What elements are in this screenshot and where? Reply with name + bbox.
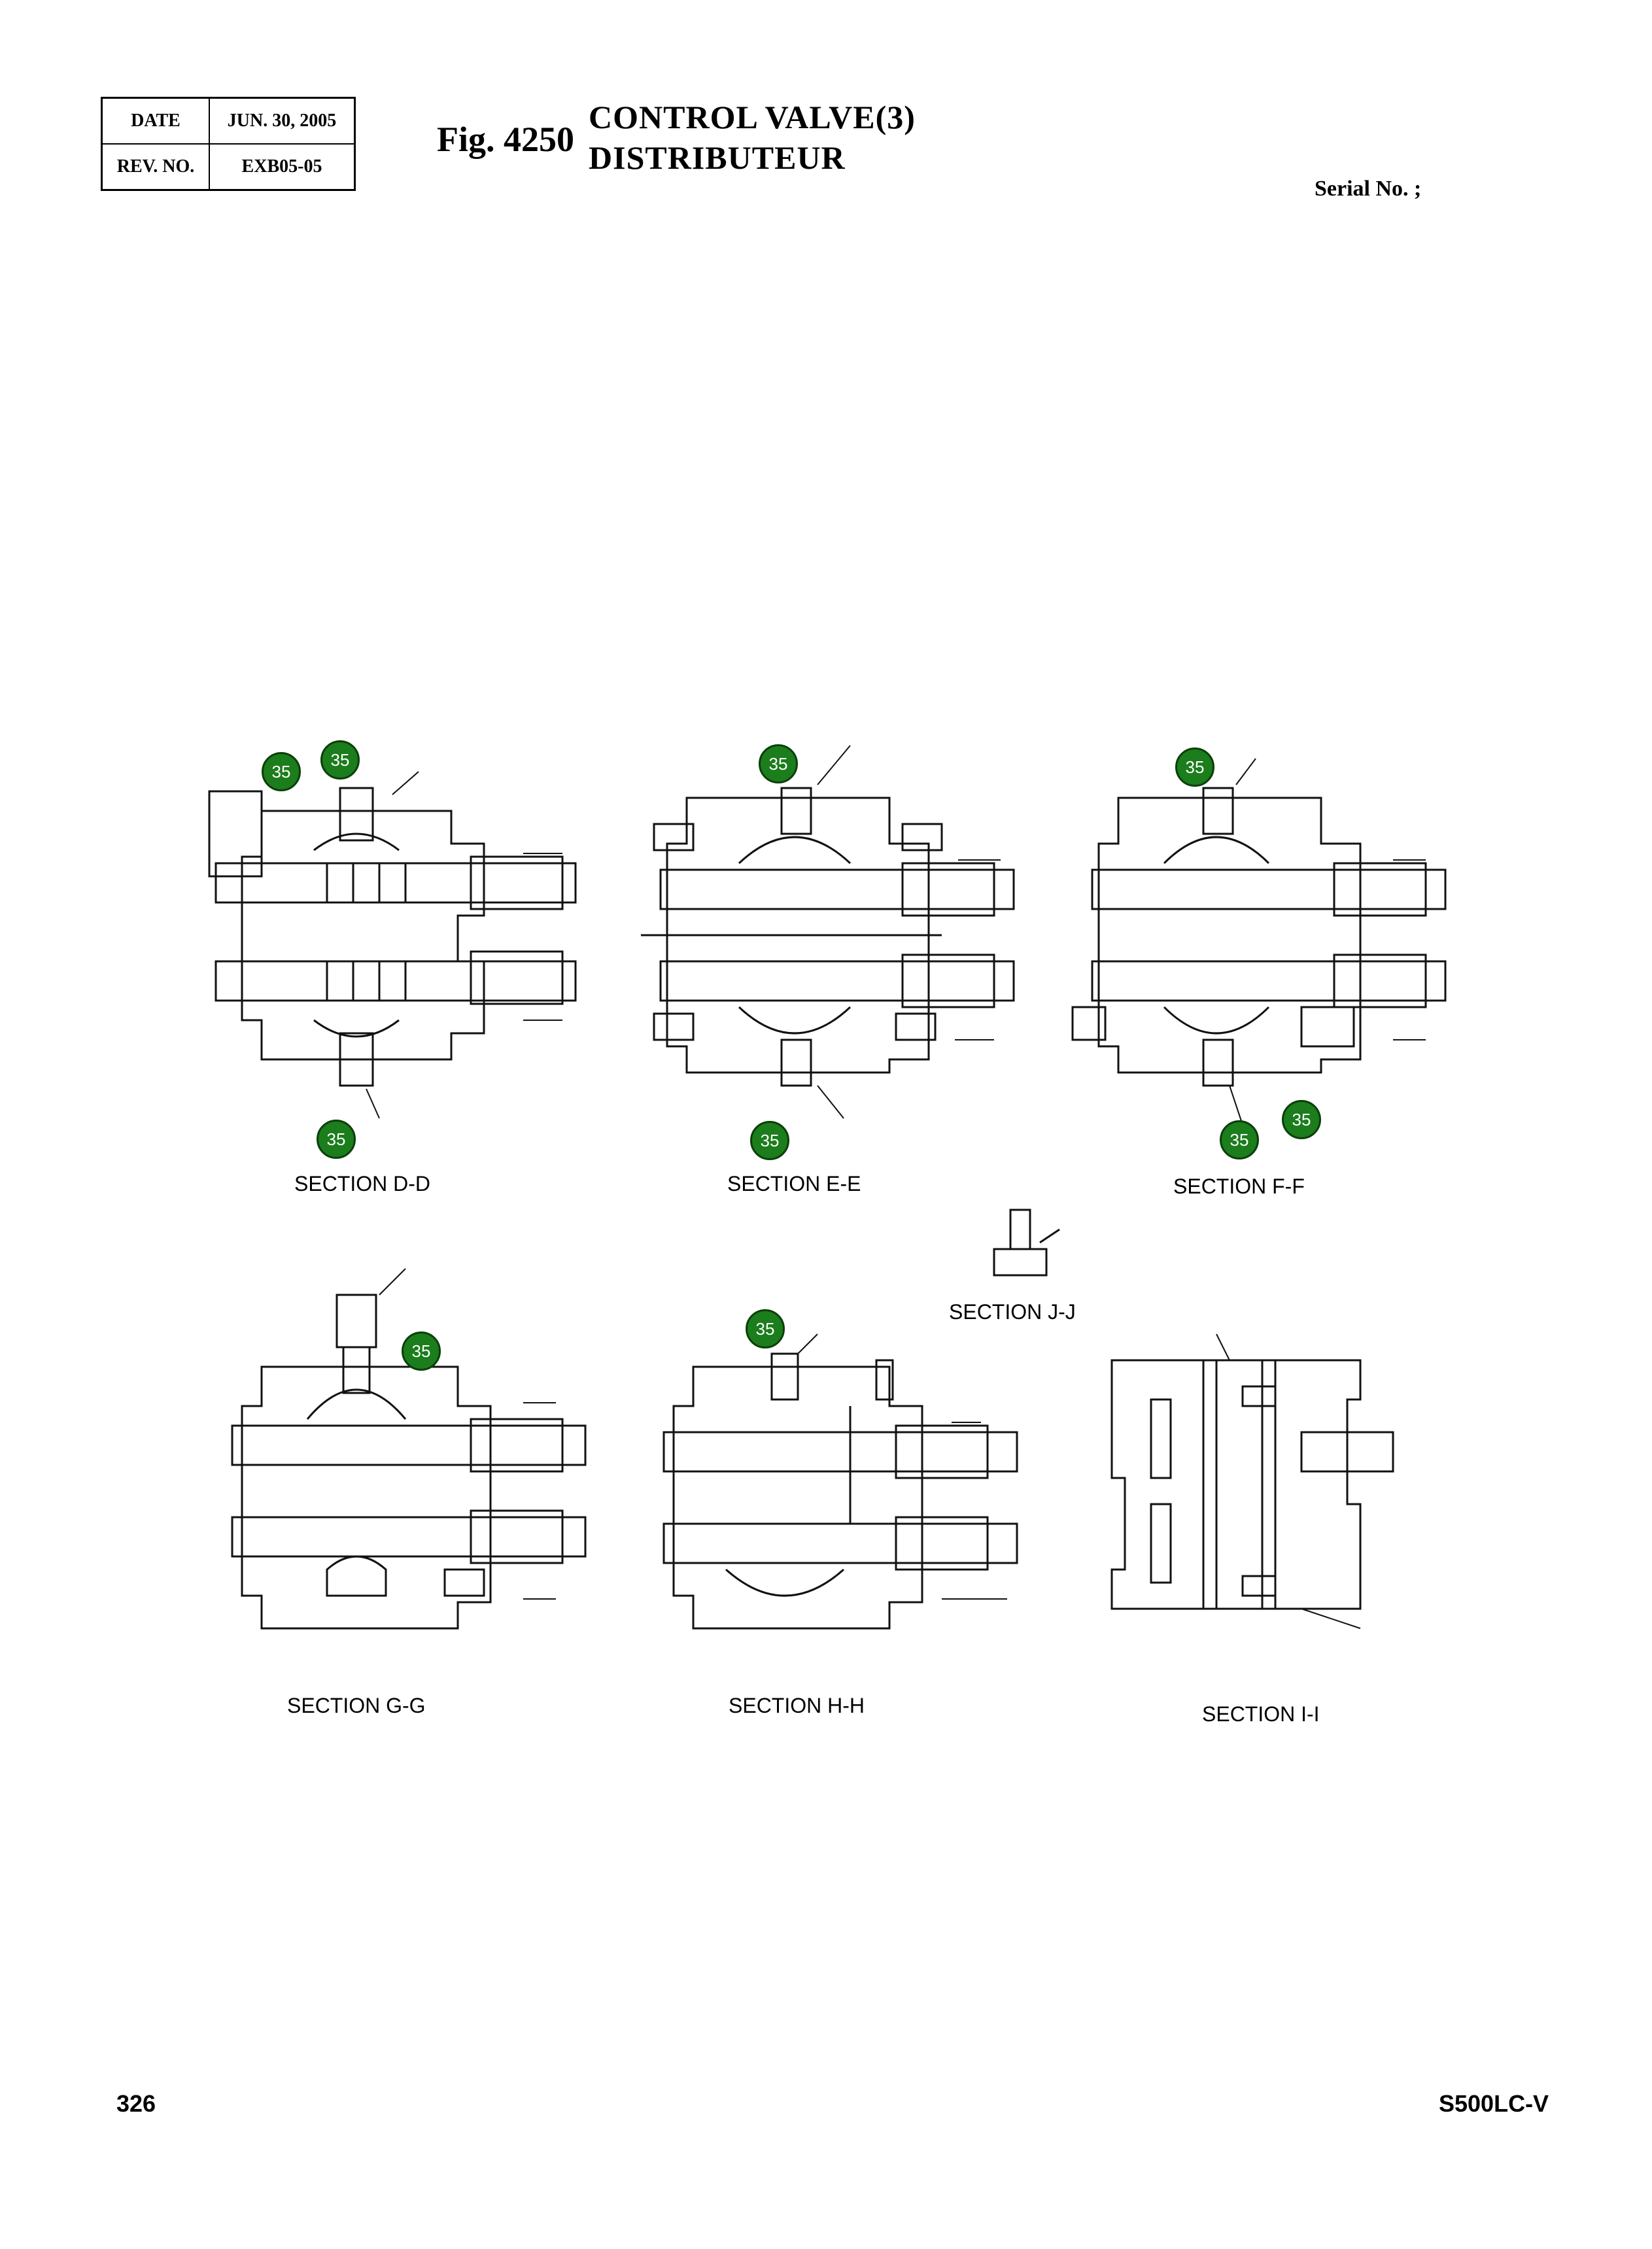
callout-35-badge: 35 (1175, 747, 1214, 787)
title-english: CONTROL VALVE(3) (589, 99, 916, 135)
section-dd-label: SECTION D-D (294, 1172, 430, 1195)
section-hh-drawing (663, 1352, 1018, 1630)
callout-35-badge: 35 (262, 752, 301, 791)
rev-label: REV. NO. (101, 143, 210, 191)
section-ff-drawing (1071, 787, 1447, 1087)
callout-35-badge: 35 (750, 1121, 789, 1160)
callout-35-badge: 35 (759, 744, 798, 783)
page-number: 326 (116, 2090, 156, 2117)
model-name: S500LC-V (1439, 2090, 1549, 2117)
section-gg-drawing (231, 1294, 587, 1630)
figure-number: Fig. 4250 (437, 120, 574, 159)
section-ff-label: SECTION F-F (1173, 1175, 1305, 1198)
date-value: JUN. 30, 2005 (209, 97, 356, 145)
serial-number: Serial No. ; (1315, 177, 1422, 201)
callout-35-badge: 35 (1282, 1100, 1321, 1139)
section-ee-label: SECTION E-E (727, 1172, 861, 1195)
section-jj-drawing (993, 1209, 1060, 1277)
rev-value: EXB05-05 (209, 143, 356, 191)
callout-35-badge: 35 (317, 1120, 356, 1159)
section-dd-drawing (208, 787, 577, 1087)
callout-35-badge: 35 (320, 740, 360, 780)
revision-table: DATE JUN. 30, 2005 REV. NO. EXB05-05 (101, 97, 356, 191)
section-ii-drawing (1110, 1359, 1394, 1610)
section-hh-label: SECTION H-H (729, 1694, 865, 1717)
date-label: DATE (101, 97, 210, 145)
section-gg-label: SECTION G-G (287, 1694, 426, 1717)
section-jj-label: SECTION J-J (949, 1300, 1076, 1324)
callout-35-badge: 35 (746, 1309, 785, 1348)
section-ii-label: SECTION I-I (1202, 1702, 1320, 1726)
title-french: DISTRIBUTEUR (589, 139, 846, 176)
callout-35-badge: 35 (402, 1331, 441, 1371)
callout-35-badge: 35 (1220, 1120, 1259, 1159)
section-ee-drawing (641, 787, 1015, 1087)
